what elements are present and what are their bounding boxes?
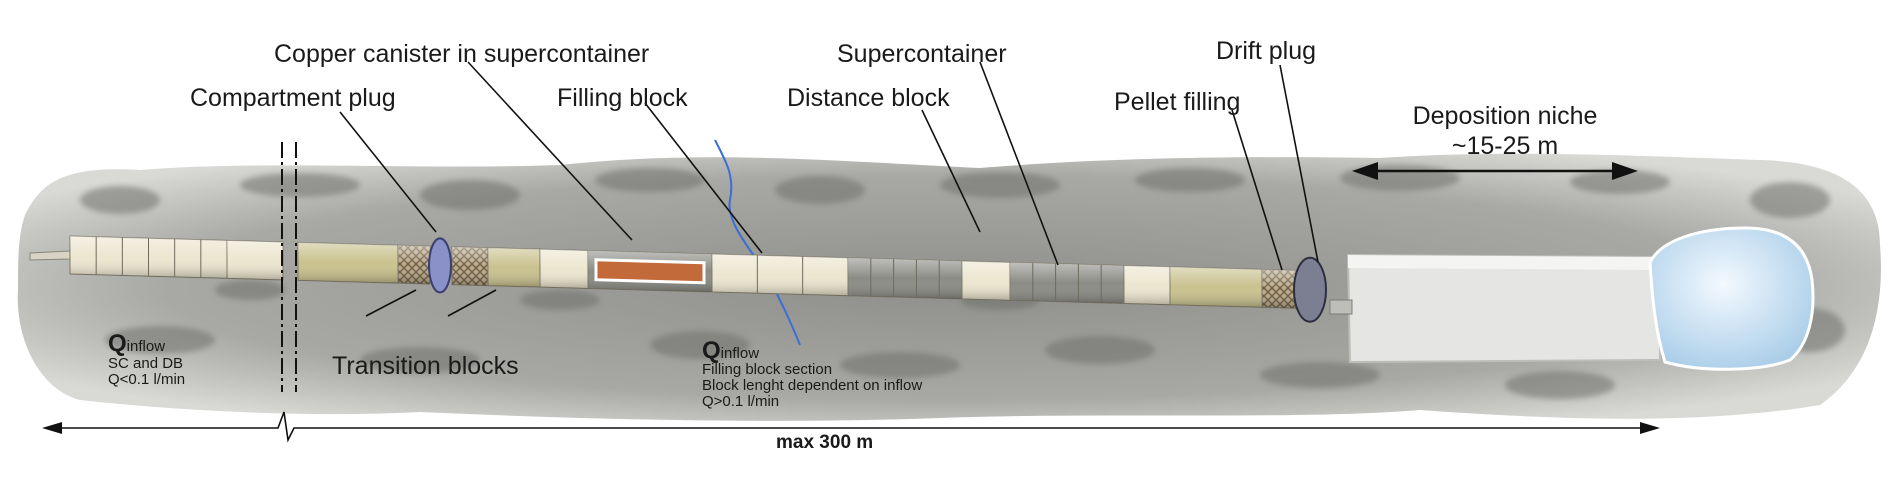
transition-block-left-shade: [298, 242, 398, 284]
inflow-mid-line1: Filling block section: [702, 361, 833, 378]
label-copper-canister: Copper canister in supercontainer: [274, 40, 650, 68]
label-compartment-plug: Compartment plug: [190, 84, 396, 112]
label-supercontainer: Supercontainer: [837, 40, 1007, 68]
label-distance-block: Distance block: [787, 84, 950, 112]
water-inflow-line: [714, 139, 801, 346]
mesh-left-shade: [398, 245, 430, 285]
drift-plug: [1293, 256, 1327, 323]
inflow-left-heading: Qinflow: [108, 330, 165, 358]
label-filling-block: Filling block: [557, 84, 688, 112]
inflow-left-line2: Q<0.1 l/min: [108, 371, 186, 388]
mesh-right-shade: [452, 246, 488, 286]
scale-arrow-right: [1640, 422, 1660, 434]
block-cream-left-shade: [227, 240, 283, 280]
inflow-left-q: Q: [108, 330, 127, 357]
compartment-plug: [428, 237, 452, 294]
inflow-mid-line2: Block lenght dependent on inflow: [702, 377, 923, 394]
block-cream-1-shade: [540, 249, 588, 289]
label-deposition-niche-length: ~15-25 m: [1451, 132, 1559, 160]
transition-block-end-shade: [1170, 266, 1262, 308]
deposition-niche: [1346, 226, 1815, 371]
niche-dimension-arrow: [1352, 162, 1638, 180]
label-drift-plug: Drift plug: [1216, 37, 1317, 65]
drift-assembly: [29, 235, 1353, 323]
connector-rod: [1329, 299, 1353, 315]
label-deposition-niche: Deposition niche: [1412, 102, 1598, 130]
inflow-left-sub: inflow: [126, 338, 166, 355]
label-pellet-filling: Pellet filling: [1114, 88, 1241, 116]
leader-lines: [339, 61, 1319, 317]
transition-block-right-shade: [488, 247, 540, 288]
scale-arrow-left: [42, 422, 62, 434]
distance-blocks-shade: [848, 257, 962, 299]
label-scale: max 300 m: [776, 432, 874, 453]
scale-line: [50, 411, 1650, 443]
inflow-mid-q: Q: [702, 337, 721, 364]
inflow-mid-line3: Q>0.1 l/min: [702, 393, 780, 410]
inflow-mid-sub: inflow: [720, 345, 760, 362]
inflow-left-line1: SC and DB: [108, 355, 184, 372]
copper-canister: [594, 258, 706, 285]
block-cream-2-shade: [962, 260, 1010, 301]
left-rod: [29, 250, 71, 261]
break-line: [281, 142, 297, 392]
supercontainer-2-shade: [1010, 262, 1124, 304]
pellet-filling-shade: [1262, 269, 1296, 309]
label-transition-blocks: Transition blocks: [332, 352, 519, 380]
filling-blocks-shade: [712, 253, 848, 296]
block-cream-3-shade: [1124, 265, 1170, 305]
inflow-mid-heading: Qinflow: [702, 337, 759, 365]
